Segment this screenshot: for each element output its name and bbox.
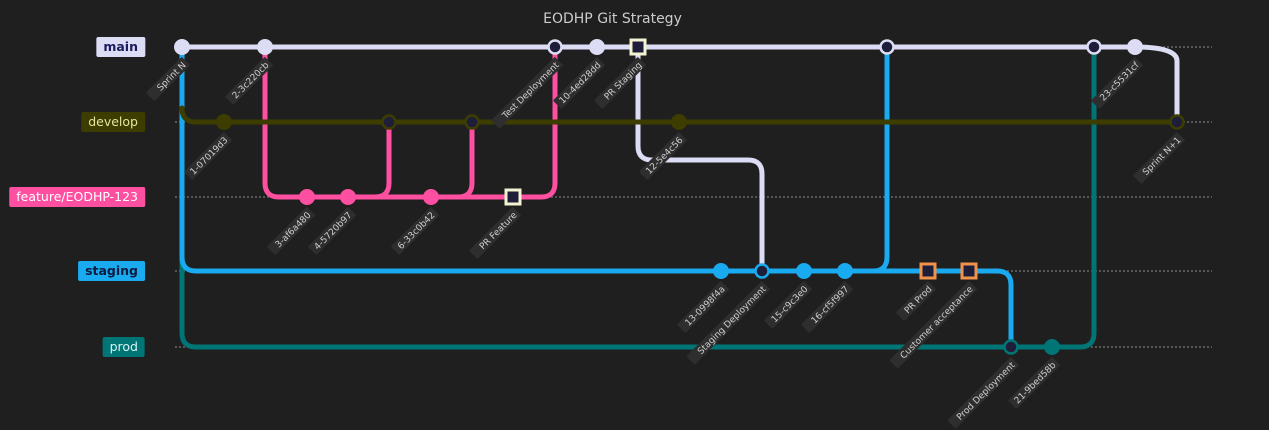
commit-1[interactable] (216, 114, 232, 130)
highlight-commit-11[interactable] (629, 38, 647, 56)
commit-2[interactable] (257, 39, 273, 55)
commit-label-1: 1-07019d3 (184, 132, 232, 180)
commit-23[interactable] (1127, 39, 1143, 55)
commits (174, 38, 1185, 355)
merge-main-staging (635, 44, 765, 274)
commit-3[interactable] (299, 189, 315, 205)
highlight-commit-18[interactable] (919, 262, 937, 280)
svg-text:16-cf5f997: 16-cf5f997 (810, 285, 852, 327)
merge-feature-develop-2 (428, 119, 475, 200)
svg-text:15-c9c3e0: 15-c9c3e0 (770, 284, 811, 325)
diagram-title: EODHP Git Strategy (543, 11, 682, 27)
commit-10[interactable] (589, 39, 605, 55)
branch-label-feature: feature/EODHP-123 (9, 187, 145, 207)
commit-label-4: 4-5720b97 (308, 207, 356, 255)
svg-text:3-af6a480: 3-af6a480 (274, 210, 314, 250)
merge-commit-24[interactable] (1169, 114, 1185, 130)
merge-commit-17[interactable] (879, 39, 895, 55)
svg-text:12-5e4c56: 12-5e4c56 (644, 135, 685, 176)
svg-text:4-5720b97: 4-5720b97 (313, 211, 355, 253)
branch-label-prod: prod (102, 337, 145, 357)
merge-commit-20[interactable] (1003, 339, 1019, 355)
highlight-commit-8[interactable] (504, 188, 522, 206)
line-main (179, 44, 1180, 125)
merge-commit-14[interactable] (754, 263, 770, 279)
commit-12[interactable] (671, 114, 687, 130)
merge-commit-9[interactable] (547, 39, 563, 55)
commit-label-20: Prod Deployment (947, 357, 1019, 429)
svg-text:PR Prod: PR Prod (903, 285, 934, 316)
svg-text:Sprint N+1: Sprint N+1 (1141, 136, 1183, 178)
commit-label-14: Staging Deployment (686, 281, 770, 365)
branch-lines (179, 44, 1180, 125)
svg-text:1-07019d3: 1-07019d3 (189, 136, 231, 178)
commit-label-6: 6-33c0b42 (391, 207, 439, 255)
merge-commit-22[interactable] (1086, 39, 1102, 55)
commit-6[interactable] (423, 189, 439, 205)
merge-commit-7[interactable] (464, 114, 480, 130)
commit-label-8: PR Feature (469, 207, 521, 259)
commit-15[interactable] (796, 263, 812, 279)
line-feature (262, 44, 558, 200)
commit-16[interactable] (837, 263, 853, 279)
merge-feature-develop-1 (345, 119, 392, 200)
highlight-commit-19[interactable] (960, 262, 978, 280)
merge-staging-main (842, 44, 890, 274)
merge-commit-5[interactable] (381, 114, 397, 130)
svg-text:23-c5531cf: 23-c5531cf (1099, 60, 1142, 103)
commit-label-19: Customer acceptance (889, 281, 977, 369)
branch-label-develop: develop (81, 112, 145, 132)
commit-13[interactable] (713, 263, 729, 279)
svg-text:PR Feature: PR Feature (478, 210, 520, 252)
line-prod (179, 44, 1097, 350)
line-staging (179, 44, 1014, 350)
line-develop (179, 105, 1180, 125)
svg-text:21-9bed58b: 21-9bed58b (1013, 360, 1059, 406)
commit-21[interactable] (1044, 339, 1060, 355)
commit-label-23: 23-c5531cf (1091, 57, 1143, 109)
commit-label-24: Sprint N+1 (1133, 132, 1185, 184)
svg-text:Prod Deployment: Prod Deployment (955, 360, 1017, 422)
branch-label-staging: staging (78, 261, 145, 281)
svg-text:6-33c0b42: 6-33c0b42 (396, 211, 437, 252)
branch-label-main: main (96, 37, 145, 57)
svg-text:Customer acceptance: Customer acceptance (899, 284, 976, 361)
commit-0[interactable] (174, 39, 190, 55)
commit-label-18: PR Prod (896, 281, 936, 321)
commit-4[interactable] (340, 189, 356, 205)
commit-label-12: 12-5e4c56 (639, 132, 687, 180)
branch-connections (179, 44, 1097, 350)
commit-label-3: 3-af6a480 (267, 207, 315, 255)
